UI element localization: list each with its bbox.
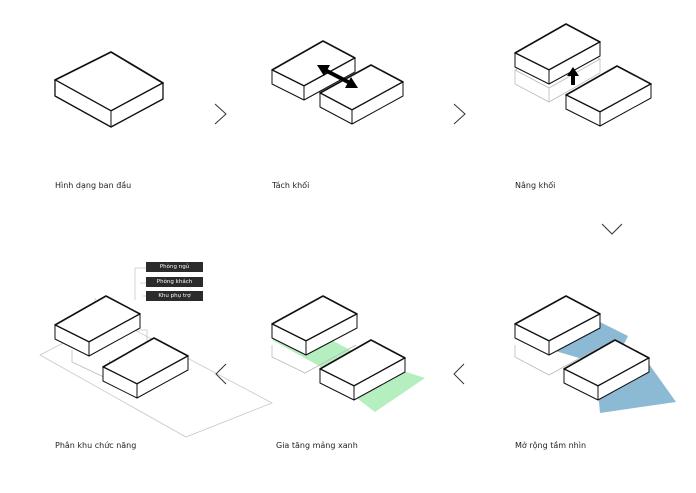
tag-living-room: Phòng khách	[146, 277, 203, 287]
tag-service-area: Khu phụ trợ	[146, 291, 203, 301]
tag-bedroom: Phòng ngủ	[146, 262, 203, 272]
chevron-left-icon	[215, 363, 227, 385]
caption-step3: Nâng khối	[515, 181, 556, 190]
chevron-right-icon	[453, 103, 466, 125]
chevron-left-icon	[453, 363, 465, 385]
caption-step6: Mở rộng tầm nhìn	[515, 441, 587, 450]
step5-lower-block	[319, 339, 406, 401]
chevron-down-icon	[601, 223, 623, 235]
caption-step2: Tách khối	[272, 181, 310, 190]
step5-upper-block	[271, 295, 358, 356]
step3-right-block	[565, 65, 652, 127]
step4-upper-block	[54, 295, 141, 357]
step2-block-right	[319, 64, 404, 125]
caption-step1: Hình dạng ban đầu	[55, 181, 132, 190]
step1-initial-block	[54, 51, 164, 128]
step4-lower-block	[102, 337, 189, 399]
up-arrow-icon	[567, 67, 579, 85]
caption-step4: Phân khu chức năng	[55, 441, 137, 450]
step6-lower-block	[563, 339, 650, 401]
step6-ghost-lines	[514, 345, 601, 376]
chevron-right-icon	[214, 103, 227, 125]
caption-step5: Gia tăng mảng xanh	[276, 441, 358, 450]
step2-block-left	[271, 40, 356, 101]
step6-upper-block	[514, 295, 601, 356]
step3-lifted-block	[514, 23, 601, 85]
step5-ghost-lines	[271, 344, 357, 374]
double-arrow-icon	[317, 65, 358, 88]
step6-view-wedge-lower	[598, 364, 676, 413]
